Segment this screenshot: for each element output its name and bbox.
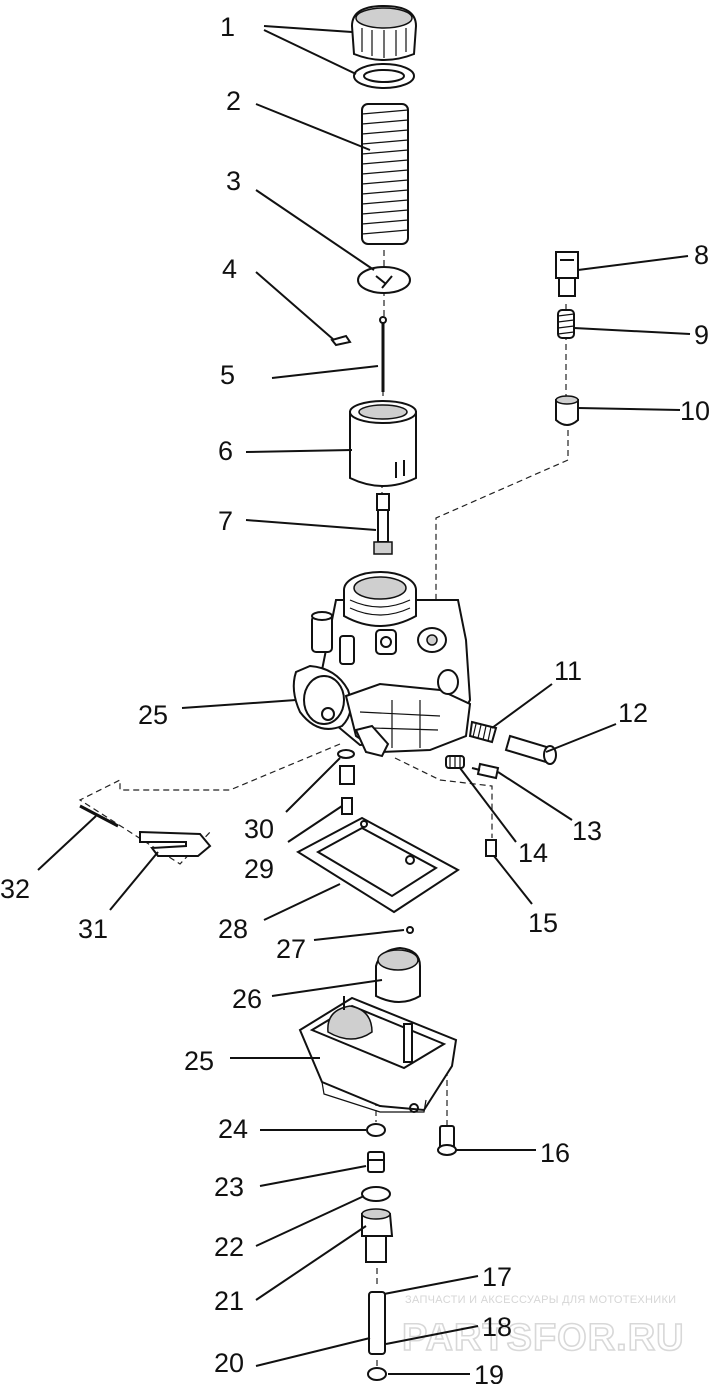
watermark-brand: PARTSFOR.RU	[402, 1317, 685, 1359]
part-10-pilot-jet	[555, 395, 579, 426]
callout-17: 17	[482, 1262, 512, 1292]
callout-27: 27	[276, 934, 306, 964]
part-24-nut	[366, 1123, 386, 1137]
watermark: ЗАПЧАСТИ И АКСЕССУАРЫ ДЛЯ МОТОТЕХНИКИ PA…	[401, 1294, 685, 1360]
part-11-spring	[468, 720, 498, 744]
part-19-plug	[367, 1367, 387, 1381]
callout-19: 19	[474, 1360, 504, 1384]
part-13-jet	[471, 762, 500, 780]
part-5-needle	[379, 316, 387, 392]
part-14-spring	[445, 755, 465, 769]
callout-22: 22	[214, 1232, 244, 1262]
callout-26: 26	[232, 984, 262, 1014]
callout-11: 11	[554, 656, 582, 686]
callout-30: 30	[244, 814, 274, 844]
callout-3: 3	[226, 166, 241, 196]
part-21-holder	[361, 1208, 394, 1263]
part-30-washer	[337, 749, 355, 759]
part-7-needle-jet	[373, 493, 393, 555]
part-31-float-arm	[139, 830, 212, 857]
part-6-slide	[349, 400, 417, 487]
callout-28: 28	[218, 914, 248, 944]
callout-10: 10	[680, 396, 710, 426]
callout-8: 8	[694, 240, 709, 270]
callout-5: 5	[220, 360, 235, 390]
callout-32: 32	[0, 874, 30, 904]
callout-24: 24	[218, 1114, 248, 1144]
callout-1: 1	[220, 12, 235, 42]
part-16-screw	[437, 1125, 457, 1156]
part-29-float-valve	[339, 765, 355, 815]
callout-labels: 1 2 3 4 5 6 7 8 9 10 11 12 13 14 15 16 1…	[0, 12, 710, 1384]
part-8-screw-head	[555, 251, 579, 297]
callout-15: 15	[528, 908, 558, 938]
part-27-pin	[406, 926, 414, 934]
callout-23: 23	[214, 1172, 244, 1202]
callout-25-body: 25	[138, 700, 168, 730]
callout-29: 29	[244, 854, 274, 884]
part-32-pin	[79, 804, 119, 828]
carburetor-body	[292, 571, 472, 758]
part-25-float-bowl	[298, 996, 458, 1113]
callout-18: 18	[482, 1312, 512, 1342]
callout-20: 20	[214, 1348, 244, 1378]
part-1-cap	[350, 4, 418, 89]
part-26-float	[375, 946, 421, 1003]
part-20-tube	[368, 1291, 386, 1355]
callout-12: 12	[618, 698, 648, 728]
callout-14: 14	[518, 838, 548, 868]
callout-2: 2	[226, 86, 241, 116]
callout-16: 16	[540, 1138, 570, 1168]
part-15-small-jet	[485, 839, 497, 857]
callout-21: 21	[214, 1286, 244, 1316]
callout-25-bowl: 25	[184, 1046, 214, 1076]
part-4-clip	[330, 334, 352, 347]
leader-lines	[37, 25, 691, 1375]
part-23-main-jet	[367, 1151, 385, 1173]
part-28-gasket	[296, 816, 460, 914]
callout-6: 6	[218, 436, 233, 466]
watermark-tagline: ЗАПЧАСТИ И АКСЕССУАРЫ ДЛЯ МОТОТЕХНИКИ	[405, 1294, 676, 1306]
part-9-small-spring	[557, 309, 575, 339]
callout-31: 31	[78, 914, 108, 944]
part-3-retainer	[357, 266, 411, 294]
part-12-idle-screw	[504, 734, 557, 765]
callout-7: 7	[218, 506, 233, 536]
assembly-axis-lines	[78, 250, 569, 1372]
part-22-o-ring	[361, 1186, 391, 1202]
callout-4: 4	[222, 254, 237, 284]
callout-13: 13	[572, 816, 602, 846]
callout-9: 9	[694, 320, 709, 350]
part-2-spring	[361, 103, 409, 245]
